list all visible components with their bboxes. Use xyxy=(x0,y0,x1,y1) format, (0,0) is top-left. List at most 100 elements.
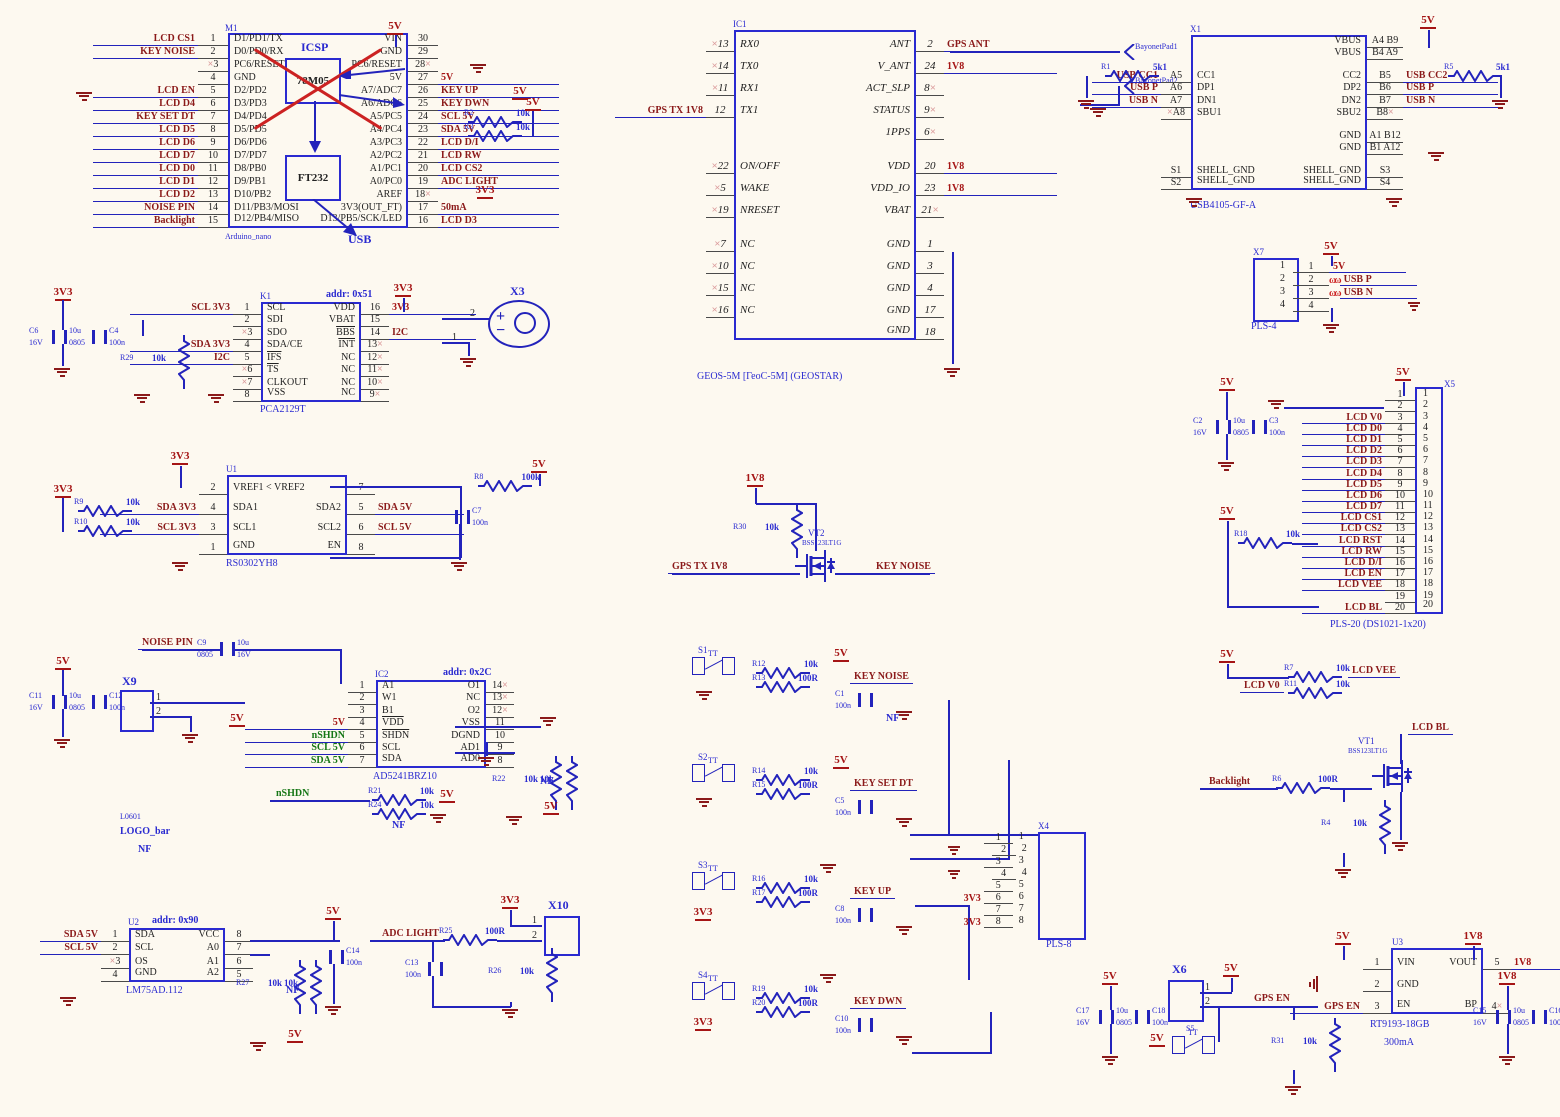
left-pin-number: 11 xyxy=(706,83,734,96)
left-pin-number: 8 xyxy=(233,390,261,402)
pin-stub: 10 xyxy=(1385,490,1415,502)
ground-symbol xyxy=(478,755,494,767)
left-pin-name: SDA1 xyxy=(233,502,259,513)
left-net xyxy=(615,229,706,230)
right-pin-name: VBUS xyxy=(1334,34,1361,46)
left-pin-number: 5 xyxy=(706,183,734,196)
left-pin-name: D9/PB1 xyxy=(234,176,267,187)
pin-row: 7 CLKOUT NC 10 xyxy=(130,377,476,390)
left-pin-name: SCL1 xyxy=(233,522,257,533)
right-pin-name: A2 xyxy=(206,967,219,978)
right-net xyxy=(1403,129,1498,130)
right-pin-number: 8 xyxy=(486,755,514,768)
left-pin-number xyxy=(1161,142,1191,143)
right-pin-name: DN2 xyxy=(1341,94,1361,106)
left-net xyxy=(1092,154,1161,155)
left-pin-name: VIN xyxy=(1397,957,1415,968)
right-pin-name: ANT xyxy=(889,38,910,50)
right-pin-number: 6 xyxy=(916,127,944,140)
pin-rows: VBUS A4 B9 VBUS B4 A9 xyxy=(1092,35,1498,190)
right-net xyxy=(1403,142,1498,143)
right-net xyxy=(389,376,476,377)
ft232-box: FT232 xyxy=(285,155,341,201)
power-flag-5v: 5V xyxy=(1212,376,1242,391)
power-flag-5v: 5V xyxy=(536,800,566,815)
value: PLS-4 xyxy=(1251,321,1277,332)
right-pin-number: 25 xyxy=(408,99,438,111)
pushbutton[interactable]: TT xyxy=(692,974,736,1000)
pin-row: 5 WAKE VDD_IO 23 1V8 xyxy=(615,174,1057,196)
left-net: LCD D4 xyxy=(93,99,198,111)
pin-row: 1 A1 O1 14 xyxy=(245,680,597,693)
ground-symbol xyxy=(250,1040,266,1052)
right-net: LCD CS2 xyxy=(438,164,559,176)
capacitor-c16: C16100n xyxy=(1532,1006,1560,1027)
right-pin-number: B7 xyxy=(1367,95,1403,108)
pin-row: 1 GND EN 8 xyxy=(100,535,464,555)
pin-row: 2 2 ωω USB P xyxy=(1253,273,1443,286)
pin-rows: 1 1 2 2 3 3 4 4 5 5 xyxy=(948,832,1038,928)
pin-net: LCD V0 xyxy=(1302,412,1385,424)
pin-number-inner: 17 xyxy=(1415,568,1443,581)
left-pin-name: SCL xyxy=(267,301,286,313)
right-pin-number: 26 xyxy=(408,86,438,98)
power-flag-3v3: 3V3 xyxy=(688,1016,718,1031)
pin-row: 1 VIN VOUT 5 1V8 xyxy=(1290,948,1560,970)
pin-net: LCD EN xyxy=(1302,569,1385,581)
pin-row: 19 19 xyxy=(1302,590,1443,603)
pin-net: 5V xyxy=(1329,262,1406,273)
left-pin-name: NRESET xyxy=(740,204,780,216)
pushbutton-s5[interactable]: TT xyxy=(1172,1028,1216,1054)
pushbutton[interactable]: TT xyxy=(692,864,736,890)
left-pin-number: 16 xyxy=(706,305,734,318)
ground-symbol xyxy=(1392,840,1408,852)
connector-x10 xyxy=(544,916,580,956)
left-pin-number: 4 xyxy=(101,970,129,982)
left-net: SDA 5V xyxy=(40,929,101,942)
pin-number-inner: 8 xyxy=(1018,915,1024,926)
ground-symbol xyxy=(1186,196,1202,208)
right-pin-number: 22 xyxy=(408,138,438,150)
pin-row: LCD D/I 16 16 xyxy=(1302,557,1443,569)
right-net xyxy=(944,339,1057,340)
left-pin-number: 7 xyxy=(348,755,376,768)
left-net xyxy=(1092,164,1161,165)
left-net xyxy=(615,139,706,140)
left-net xyxy=(1092,189,1161,190)
ic-levelshifter: U1 2 VREF1 < VREF2 7 SDA 3V3 4 SDA1 SDA2… xyxy=(100,465,464,569)
right-pin-number: 20 xyxy=(408,164,438,176)
right-net: 5V xyxy=(438,73,559,85)
pin-row: 8 VSS NC 9 xyxy=(130,388,476,402)
pin-row: 1 1 xyxy=(1302,387,1443,402)
pin-rows: 1 VIN VOUT 5 1V8 2 GND GPS EN 3 xyxy=(1290,948,1560,1014)
pushbutton[interactable]: TT xyxy=(692,756,736,782)
pushbutton[interactable]: TT xyxy=(692,649,736,675)
pin-row: LCD D6 10 10 xyxy=(1302,489,1443,502)
left-net: NOISE PIN xyxy=(93,203,198,215)
pin-net: LCD VEE xyxy=(1302,580,1385,592)
pin-number-inner: 6 xyxy=(1415,445,1443,458)
left-pin-name: D12/PB4/MISO xyxy=(234,213,300,224)
pin-row: LCD VEE 18 18 xyxy=(1302,579,1443,592)
left-net: SDA 3V3 xyxy=(100,503,199,515)
left-pin-number: A6 xyxy=(1161,83,1191,95)
pin-stub: 12 xyxy=(1385,513,1415,525)
right-net xyxy=(438,71,559,72)
right-pin-name: VBUS xyxy=(1334,47,1361,58)
right-net xyxy=(944,295,1057,296)
pin-row xyxy=(615,218,1057,230)
ground-symbol xyxy=(60,995,76,1007)
value: RT9193-18GB xyxy=(1370,1019,1430,1030)
left-pin-name: GND xyxy=(135,967,157,978)
ferrite-bead-icon: ωω xyxy=(1329,275,1342,286)
pin-rows: 2 VREF1 < VREF2 7 SDA 3V3 4 SDA1 SDA2 5 … xyxy=(100,475,464,555)
logo-nf: NF xyxy=(138,844,152,855)
power-flag-5v: 5V xyxy=(1095,970,1125,985)
